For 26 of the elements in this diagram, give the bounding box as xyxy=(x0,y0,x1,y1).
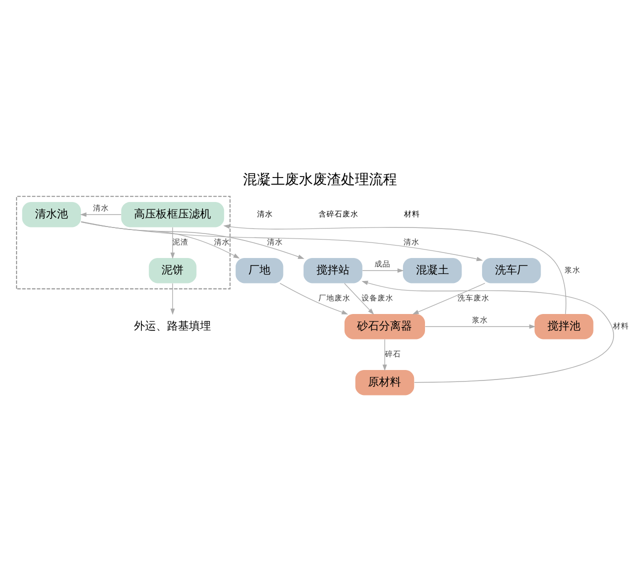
node-box: 搅拌站 xyxy=(304,258,362,284)
node-box: 泥饼 xyxy=(148,258,196,284)
arrow xyxy=(170,227,175,259)
node-box: 高压板框压滤机 xyxy=(121,202,224,228)
arrow xyxy=(80,222,304,259)
node-box: 厂地 xyxy=(236,258,284,284)
arrow xyxy=(170,283,175,315)
diagram-title: 混凝土废水废渣处理流程 xyxy=(243,172,397,188)
node-box: 砂石分离器 xyxy=(344,314,425,340)
arrow xyxy=(382,339,387,371)
node-box: 洗车厂 xyxy=(482,258,541,284)
node-box: 原材料 xyxy=(355,370,414,396)
arrow xyxy=(362,280,614,383)
node-text: 外运、路基填埋 xyxy=(134,319,212,332)
arrow xyxy=(362,268,404,273)
arrow xyxy=(80,221,240,258)
arrow xyxy=(223,224,566,314)
node-box: 搅拌池 xyxy=(534,314,594,340)
arrow xyxy=(80,222,483,262)
arrow xyxy=(424,324,536,329)
arrow xyxy=(344,283,374,315)
arrow xyxy=(412,282,486,314)
node-box: 混凝土 xyxy=(402,258,462,284)
arrow xyxy=(80,212,122,217)
arrow xyxy=(280,282,348,314)
node-box: 清水池 xyxy=(22,202,81,228)
